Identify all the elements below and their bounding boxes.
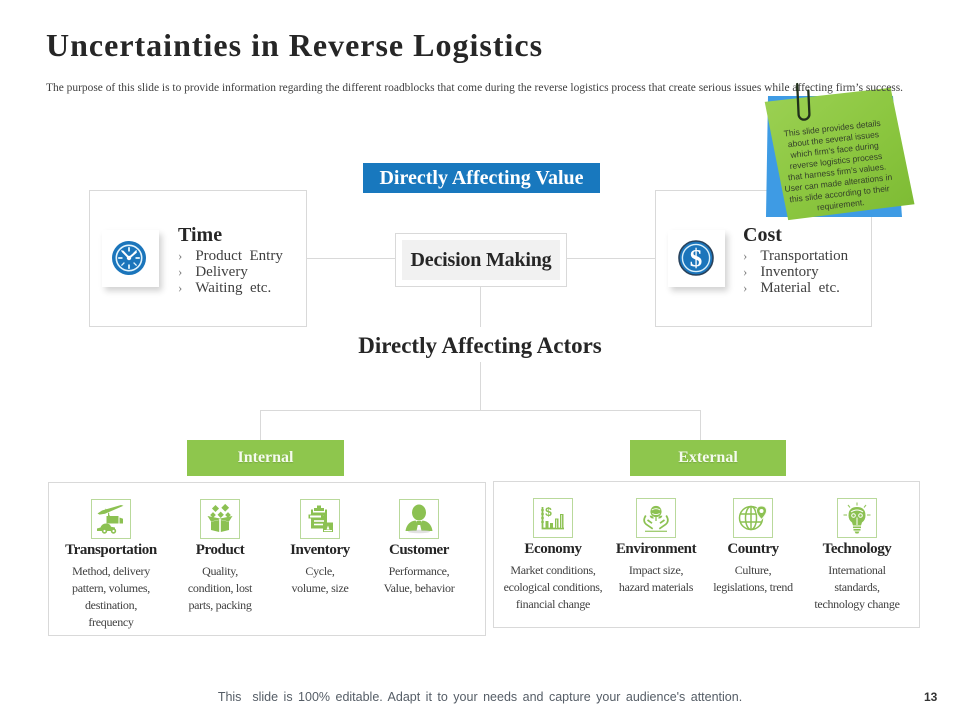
svg-text:$: $ bbox=[545, 505, 552, 519]
svg-text:$: $ bbox=[690, 246, 703, 273]
